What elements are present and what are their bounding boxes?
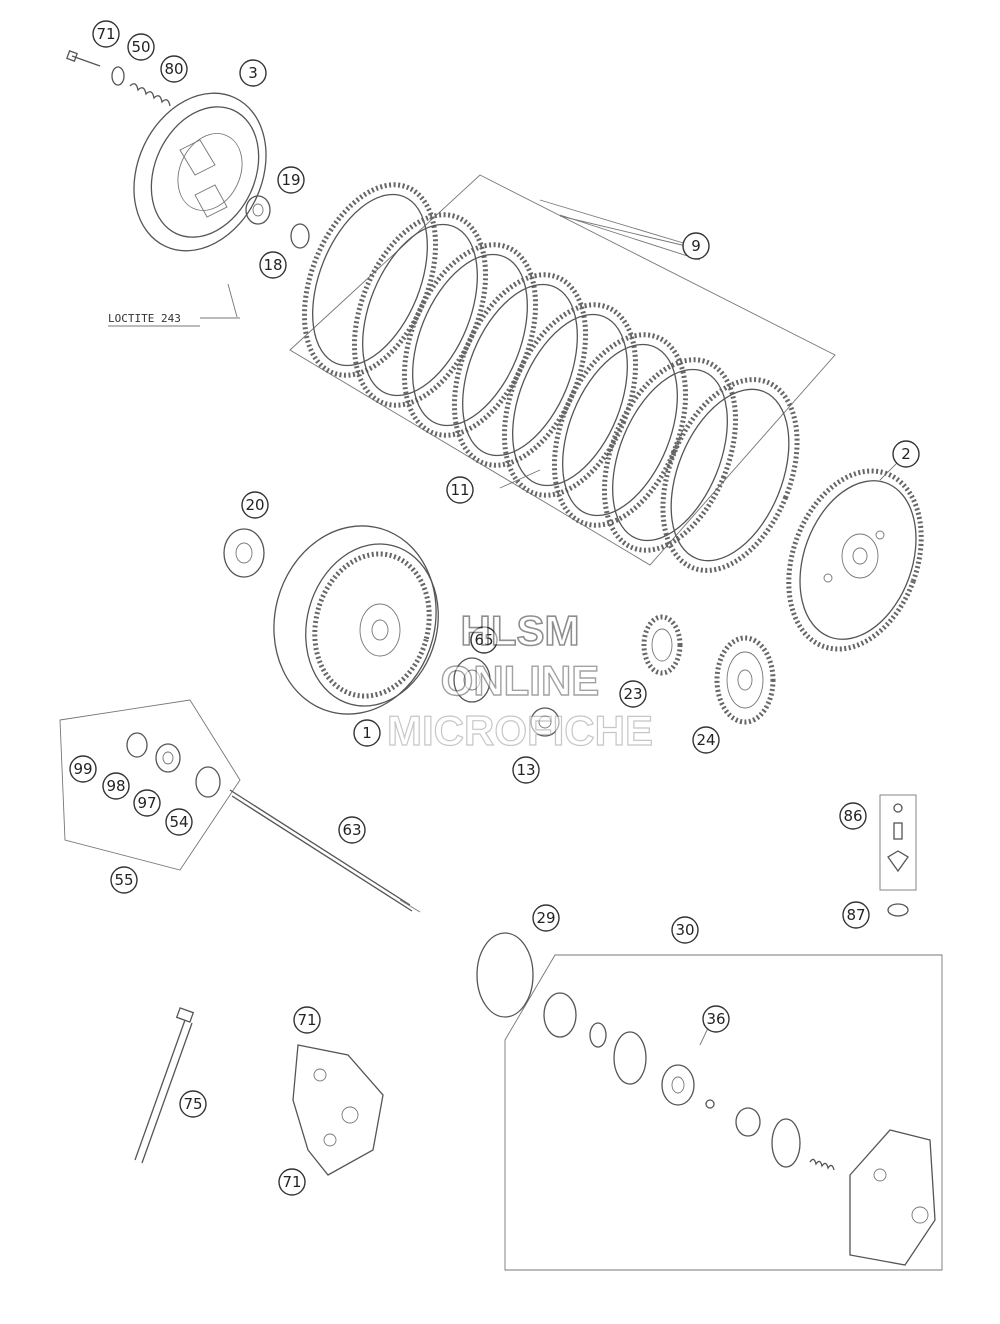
- spring-part: [129, 83, 171, 107]
- inner-hub-part: [273, 525, 439, 715]
- callout-13: 13: [512, 756, 540, 784]
- callout-54: 54: [165, 808, 193, 836]
- callout-36: 36: [702, 1005, 730, 1033]
- callout-9: 9: [682, 232, 710, 260]
- svg-text:3: 3: [248, 64, 258, 82]
- callout-63: 63: [338, 816, 366, 844]
- svg-text:1: 1: [362, 724, 372, 742]
- watermark-line-1: HLSM: [461, 607, 580, 654]
- callout-29: 29: [532, 904, 560, 932]
- bearing-part: [453, 657, 491, 703]
- svg-text:65: 65: [474, 631, 493, 649]
- svg-text:55: 55: [114, 871, 133, 889]
- callout-98: 98: [102, 772, 130, 800]
- svg-text:71: 71: [297, 1011, 316, 1029]
- washer-part: [111, 66, 125, 86]
- callout-99: 99: [69, 755, 97, 783]
- bleeder-kit: [879, 794, 917, 917]
- callout-65: 65: [470, 626, 498, 654]
- svg-text:50: 50: [131, 38, 150, 56]
- callout-23: 23: [619, 680, 647, 708]
- callout-97: 97: [133, 789, 161, 817]
- slave-cylinder-assembly: [476, 932, 943, 1271]
- thrust-washer-part: [223, 528, 265, 578]
- svg-text:80: 80: [164, 60, 183, 78]
- callout-80: 80: [160, 55, 188, 83]
- watermark-line-3: MICROFICHE: [387, 707, 653, 754]
- svg-text:23: 23: [623, 685, 642, 703]
- callout-71-bottom: 71: [278, 1168, 306, 1196]
- svg-text:19: 19: [281, 171, 300, 189]
- callout-87: 87: [842, 901, 870, 929]
- callout-71-middle: 71: [293, 1006, 321, 1034]
- svg-text:30: 30: [675, 921, 694, 939]
- loctite-note: LOCTITE 243: [108, 312, 200, 327]
- svg-text:13: 13: [516, 761, 535, 779]
- svg-text:75: 75: [183, 1095, 202, 1113]
- svg-text:99: 99: [73, 760, 92, 778]
- svg-text:18: 18: [263, 256, 282, 274]
- callout-2: 2: [892, 440, 920, 468]
- callout-55: 55: [110, 866, 138, 894]
- svg-text:71: 71: [282, 1173, 301, 1191]
- callout-1: 1: [353, 719, 381, 747]
- svg-text:71: 71: [96, 25, 115, 43]
- watermark-line-2: ONLINE: [441, 657, 600, 704]
- callout-11: 11: [446, 476, 474, 504]
- thrust-washer-hole: [235, 542, 253, 564]
- callout-19: 19: [277, 166, 305, 194]
- svg-text:98: 98: [106, 777, 125, 795]
- callout-71-top: 71: [92, 20, 120, 48]
- callout-30: 30: [671, 916, 699, 944]
- lock-washer-part: [290, 223, 310, 249]
- svg-text:11: 11: [450, 481, 469, 499]
- callout-86: 86: [839, 802, 867, 830]
- svg-text:24: 24: [696, 731, 715, 749]
- svg-text:97: 97: [137, 794, 156, 812]
- callout-50: 50: [127, 33, 155, 61]
- pressure-plate-part: [133, 92, 267, 252]
- svg-text:63: 63: [342, 821, 361, 839]
- callout-18: 18: [259, 251, 287, 279]
- svg-text:2: 2: [901, 445, 911, 463]
- bolt-tool-part: [134, 1007, 195, 1164]
- loctite-note-text: LOCTITE 243: [108, 312, 181, 325]
- cylinder-cover-part: [292, 1044, 384, 1176]
- svg-text:29: 29: [536, 909, 555, 927]
- gear-part: [714, 635, 776, 725]
- spacer-part: [530, 707, 560, 737]
- callout-3: 3: [239, 59, 267, 87]
- clutch-disc-pack: [289, 174, 836, 573]
- push-rod-kit: [59, 699, 421, 913]
- gear-part: [641, 614, 683, 676]
- svg-text:54: 54: [169, 813, 188, 831]
- callout-24: 24: [692, 726, 720, 754]
- svg-text:20: 20: [245, 496, 264, 514]
- svg-text:86: 86: [843, 807, 862, 825]
- callout-20: 20: [241, 491, 269, 519]
- bolt-part: [66, 50, 101, 67]
- svg-text:87: 87: [846, 906, 865, 924]
- nut-part: [245, 195, 271, 225]
- svg-text:9: 9: [691, 237, 701, 255]
- svg-text:36: 36: [706, 1010, 725, 1028]
- watermark: HLSM ONLINE MICROFICHE: [386, 606, 653, 754]
- callout-75: 75: [179, 1090, 207, 1118]
